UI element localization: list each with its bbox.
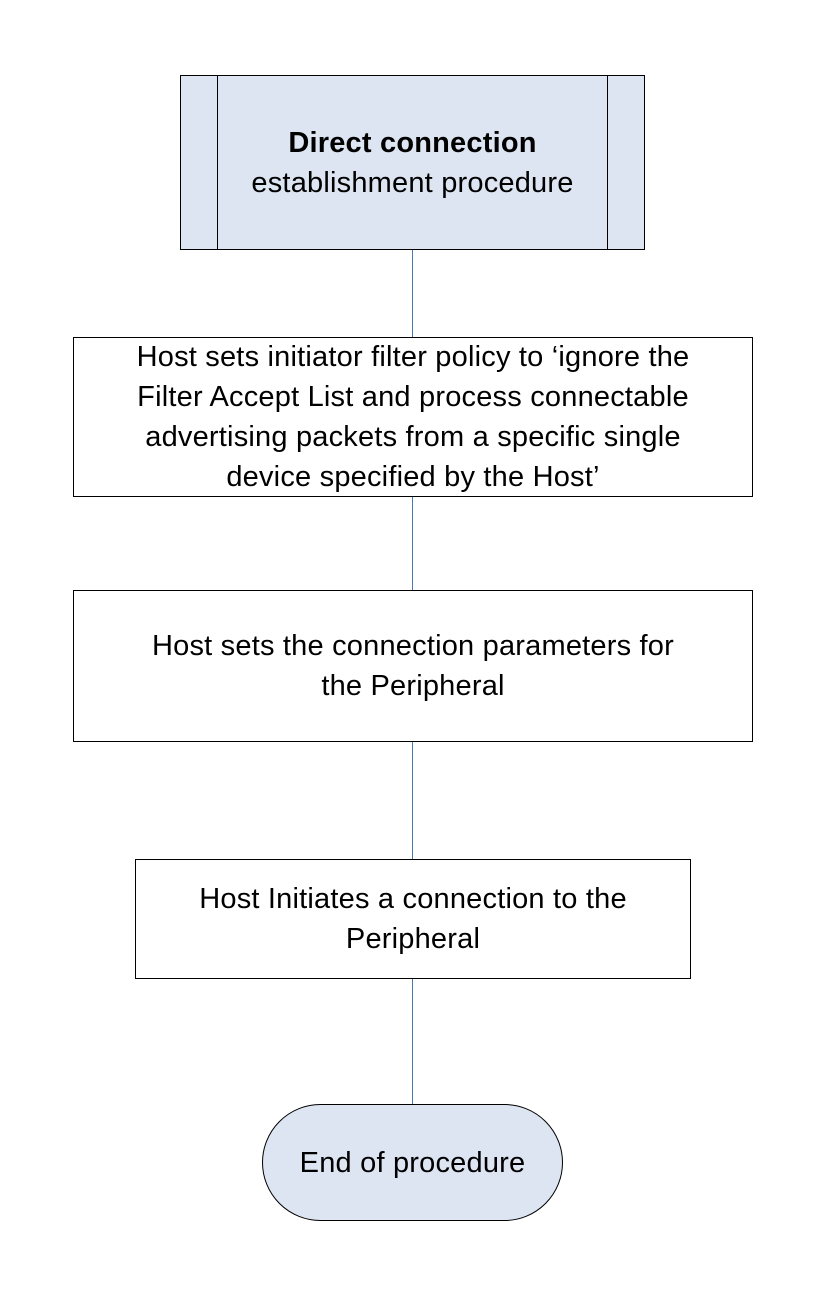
start-title: Direct connection bbox=[288, 126, 537, 159]
start-subtitle: establishment procedure bbox=[251, 166, 574, 199]
step-2-line-1: Host sets the connection parameters for bbox=[152, 630, 674, 662]
step-1-line-4: device specified by the Host’ bbox=[226, 461, 600, 493]
step-3-line-1: Host Initiates a connection to the bbox=[199, 883, 627, 915]
start-predefined-process-box: Direct connection establishment procedur… bbox=[180, 75, 645, 250]
step-1-line-3: advertising packets from a specific sing… bbox=[145, 421, 681, 453]
end-label: End of procedure bbox=[299, 1146, 526, 1179]
step-2-line-2: the Peripheral bbox=[321, 670, 505, 702]
right-side-bar bbox=[607, 76, 608, 249]
connector-step1-to-step2 bbox=[412, 496, 413, 591]
step-filter-policy-box: Host sets initiator filter policy to ‘ig… bbox=[73, 337, 753, 497]
end-terminator: End of procedure bbox=[262, 1104, 563, 1221]
connector-step3-to-end bbox=[412, 978, 413, 1105]
connector-start-to-step1 bbox=[412, 249, 413, 337]
step-3-line-2: Peripheral bbox=[345, 923, 481, 955]
left-side-bar bbox=[217, 76, 218, 249]
step-1-line-2: Filter Accept List and process connectab… bbox=[137, 381, 689, 413]
step-1-line-1: Host sets initiator filter policy to ‘ig… bbox=[136, 341, 690, 373]
step-initiate-connection-box: Host Initiates a connection to the Perip… bbox=[135, 859, 691, 979]
step-connection-parameters-box: Host sets the connection parameters for … bbox=[73, 590, 753, 742]
connector-step2-to-step3 bbox=[412, 741, 413, 860]
